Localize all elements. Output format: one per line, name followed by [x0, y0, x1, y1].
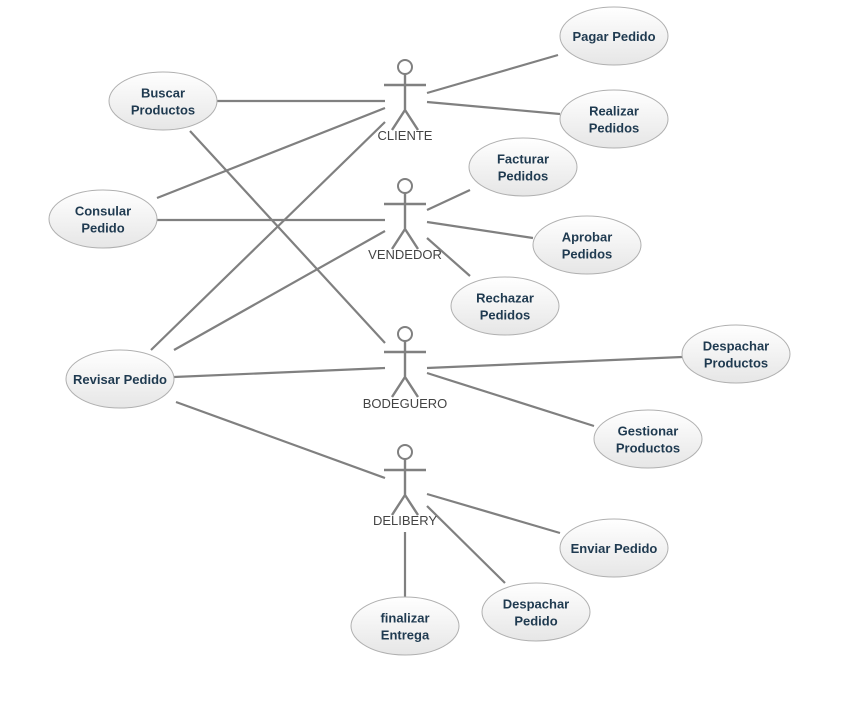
actor-head: [397, 59, 413, 75]
actor-head: [397, 178, 413, 194]
use-case-ellipse: [450, 276, 560, 336]
use-case-ellipse: [559, 518, 669, 578]
use-case-label: Buscar: [141, 86, 185, 101]
use-case-label: Productos: [131, 103, 195, 118]
use-case-label: Enviar Pedido: [571, 541, 658, 556]
use-case-ellipse: [65, 349, 175, 409]
use-case-label: Productos: [616, 441, 680, 456]
association-cliente-revisar-pedido: [150, 121, 386, 351]
actor-label: VENDEDOR: [368, 247, 442, 262]
use-case-ellipse: [559, 89, 669, 149]
actor-stick-figure-icon: [384, 341, 426, 398]
association-cliente-realizar-pedidos: [426, 100, 561, 116]
actor-label: BODEGUERO: [363, 396, 448, 411]
actor-head: [397, 326, 413, 342]
association-delibery-despachar-pedido: [426, 505, 506, 584]
use-case-label: Consular: [75, 204, 131, 219]
use-case-label: Rechazar: [476, 291, 534, 306]
use-case-label: Entrega: [381, 628, 430, 643]
use-case-ellipse: [681, 324, 791, 384]
use-case-label: Facturar: [497, 152, 549, 167]
actor-delibery[interactable]: DELIBERY: [373, 444, 437, 528]
use-case-label: Pagar Pedido: [572, 29, 655, 44]
use-case-revisar-pedido[interactable]: Revisar Pedido: [65, 349, 175, 409]
association-delibery-revisar-pedido: [175, 400, 386, 480]
actor-cliente[interactable]: CLIENTE: [378, 59, 433, 143]
association-vendedor-aprobar-pedidos: [426, 220, 534, 240]
use-case-label: Revisar Pedido: [73, 372, 167, 387]
use-case-ellipse: [350, 596, 460, 656]
actor-label: CLIENTE: [378, 128, 433, 143]
use-case-label: Aprobar: [562, 230, 613, 245]
use-case-ellipse: [532, 215, 642, 275]
use-case-label: Realizar: [589, 104, 639, 119]
association-bodeguero-gestionar-productos: [426, 371, 595, 428]
actor-head: [397, 444, 413, 460]
use-case-label: Pedidos: [498, 169, 549, 184]
use-case-label: finalizar: [380, 611, 429, 626]
use-case-pagar-pedido[interactable]: Pagar Pedido: [559, 6, 669, 66]
use-case-enviar-pedido[interactable]: Enviar Pedido: [559, 518, 669, 578]
association-bodeguero-despachar-productos: [426, 355, 683, 370]
use-case-label: Productos: [704, 356, 768, 371]
use-case-label: Pedidos: [480, 308, 531, 323]
use-case-ellipse: [593, 409, 703, 469]
use-case-label: Pedidos: [562, 247, 613, 262]
association-vendedor-rechazar-pedidos: [426, 237, 471, 277]
actor-stick-figure-icon: [384, 193, 426, 250]
actor-stick-figure-icon: [384, 459, 426, 516]
use-case-label: Pedidos: [589, 121, 640, 136]
association-bodeguero-buscar-productos: [189, 130, 386, 344]
association-vendedor-facturar-pedidos: [426, 189, 471, 211]
actor-stick-figure-icon: [384, 74, 426, 131]
actor-vendedor[interactable]: VENDEDOR: [368, 178, 442, 262]
use-case-label: Pedido: [81, 221, 124, 236]
use-case-label: Gestionar: [618, 424, 679, 439]
use-case-label: Despachar: [503, 597, 569, 612]
association-delibery-enviar-pedido: [426, 492, 561, 535]
use-case-ellipse: [108, 71, 218, 131]
actor-bodeguero[interactable]: BODEGUERO: [363, 326, 448, 411]
use-case-ellipse: [481, 582, 591, 642]
association-cliente-consultar-pedido: [156, 106, 386, 200]
use-case-label: Pedido: [514, 614, 557, 629]
association-bodeguero-revisar-pedido: [173, 366, 386, 379]
associations-layer: [150, 53, 683, 597]
use-case-label: Despachar: [703, 339, 769, 354]
association-cliente-pagar-pedido: [426, 53, 559, 95]
actor-label: DELIBERY: [373, 513, 437, 528]
use-case-ellipse: [48, 189, 158, 249]
use-case-ellipse: [468, 137, 578, 197]
use-case-ellipse: [559, 6, 669, 66]
association-vendedor-revisar-pedido: [173, 230, 386, 351]
